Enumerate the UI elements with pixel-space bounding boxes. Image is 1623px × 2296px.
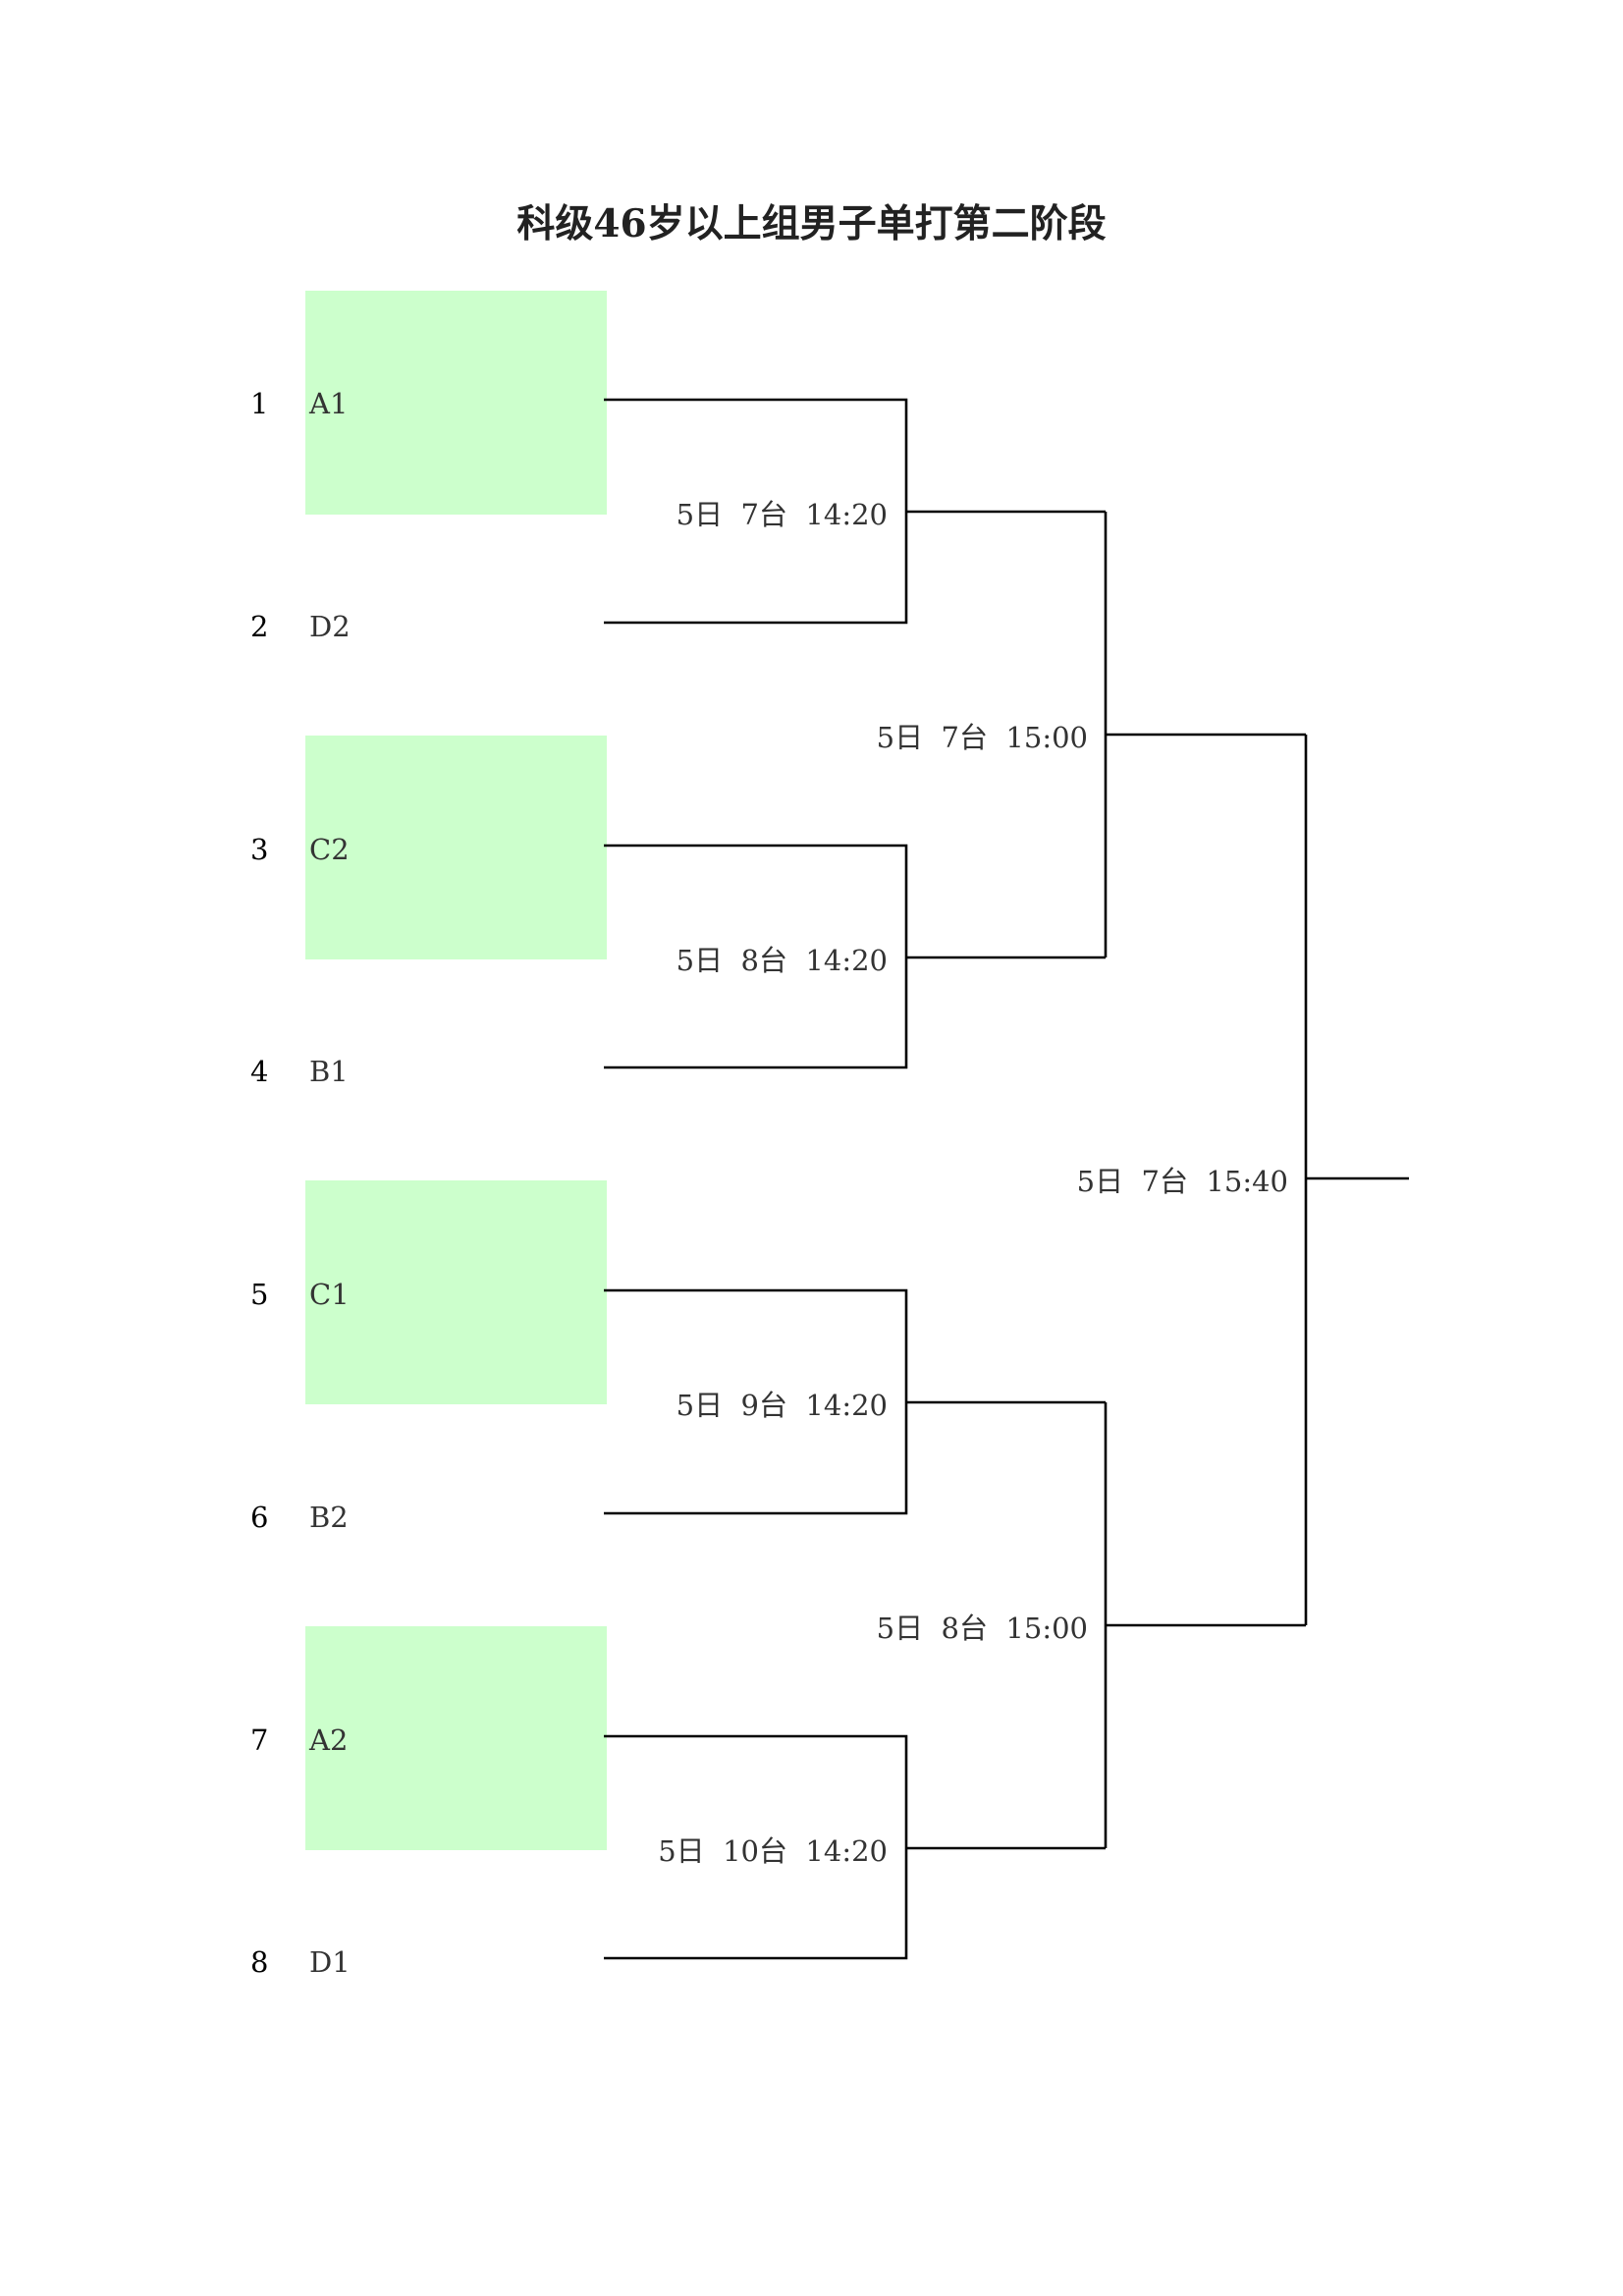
page-title: 科级46岁以上组男子单打第二阶段 [516, 201, 1107, 246]
match-schedule-round1: 5日 7台 14:20 [676, 498, 888, 531]
bracket-match-1-line [604, 398, 1106, 625]
entry-number: 6 [250, 1501, 269, 1534]
entry-seed: B2 [309, 1501, 349, 1534]
entry-number: 1 [250, 387, 269, 420]
bracket-match-4-line [604, 1734, 1106, 1960]
match-schedule-round2: 5日 7台 15:00 [876, 721, 1088, 754]
bracket-match-2-line [604, 844, 1106, 1069]
match-schedule-round1: 5日 9台 14:20 [676, 1389, 888, 1422]
bracket-semi-1-line [1104, 512, 1306, 957]
entry-seed: D2 [309, 610, 351, 643]
entry-seed: C1 [309, 1278, 350, 1311]
seed-highlight-1 [305, 291, 607, 515]
entry-number: 3 [250, 833, 269, 866]
match-schedule-round2: 5日 8台 15:00 [876, 1612, 1088, 1645]
entry-number: 8 [250, 1945, 269, 1979]
match-schedule-round1: 5日 10台 14:20 [658, 1834, 888, 1868]
entry-seed: D1 [309, 1945, 351, 1979]
bracket-semi-2-line [1104, 1402, 1306, 1848]
seed-highlight-7 [305, 1626, 607, 1850]
entry-number: 7 [250, 1723, 269, 1757]
entry-seed: A1 [309, 387, 349, 420]
entry-number: 4 [250, 1055, 269, 1088]
seed-highlight-5 [305, 1180, 607, 1404]
entry-seed: B1 [309, 1055, 349, 1088]
entry-number: 5 [250, 1278, 269, 1311]
seed-highlight-3 [305, 736, 607, 959]
entry-seed: A2 [309, 1723, 349, 1757]
match-schedule-final: 5日 7台 15:40 [1076, 1165, 1288, 1198]
bracket-final-line [1304, 735, 1409, 1625]
match-schedule-round1: 5日 8台 14:20 [676, 944, 888, 977]
entry-seed: C2 [309, 833, 350, 866]
entry-number: 2 [250, 610, 269, 643]
bracket-match-3-line [604, 1288, 1106, 1515]
